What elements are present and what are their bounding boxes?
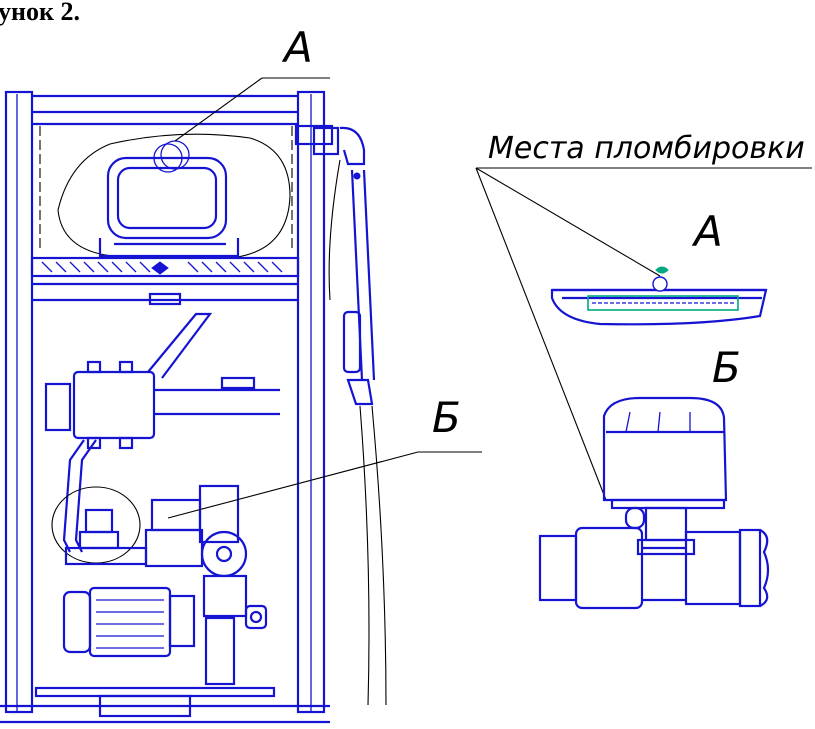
dispenser-frame: [0, 90, 330, 724]
figure-caption: унок 2.: [0, 0, 80, 26]
display-bottom-rail: [30, 256, 300, 306]
motor: [34, 586, 276, 718]
valve-assembly: [51, 484, 248, 618]
detail-a-rail: [550, 266, 768, 326]
label-detail-a: А: [691, 207, 723, 256]
nozzle-hose: [294, 124, 387, 706]
flowmeter-block: [44, 360, 280, 450]
detail-b-valve: [538, 396, 770, 610]
label-detail-b: Б: [712, 343, 741, 392]
label-b-main: Б: [432, 393, 461, 442]
display-compartment: [39, 126, 293, 259]
leader-lines: [167, 77, 812, 519]
label-seal-places: Места пломбировки: [488, 131, 805, 166]
seal-mark-a: [655, 266, 669, 274]
label-a-main: А: [281, 23, 313, 72]
